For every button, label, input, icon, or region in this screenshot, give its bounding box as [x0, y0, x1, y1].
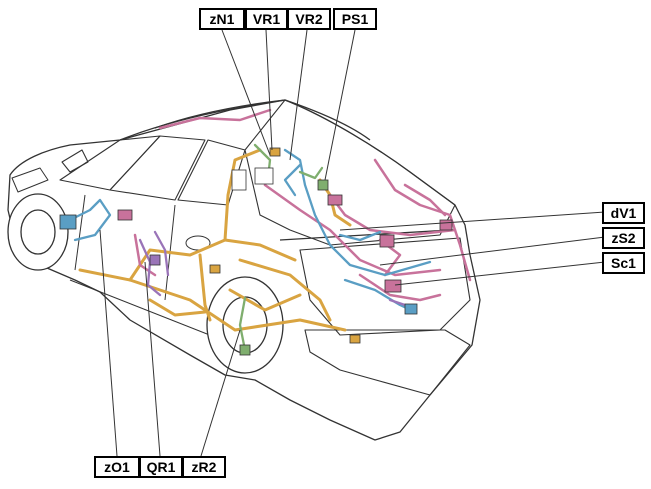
- leader-PS1: [324, 29, 356, 181]
- rear-wheel: [206, 276, 284, 374]
- front-side-window: [109, 135, 206, 201]
- callout-dV1[interactable]: dV1: [602, 202, 645, 224]
- roof-line: [119, 99, 286, 141]
- callout-zO1[interactable]: zO1: [94, 456, 140, 478]
- connectors: [59, 147, 453, 356]
- callout-zS2[interactable]: zS2: [602, 227, 645, 249]
- side-mirror: [61, 149, 89, 173]
- headlight: [11, 167, 49, 193]
- rear-hatch-glass: [244, 99, 456, 246]
- callout-VR2[interactable]: VR2: [287, 8, 331, 30]
- harness-pink: [133, 108, 472, 302]
- callout-VR1[interactable]: VR1: [245, 8, 288, 30]
- front-door-line: [74, 194, 86, 271]
- leader-dV1: [339, 211, 606, 231]
- callout-Sc1[interactable]: Sc1: [602, 252, 645, 274]
- leader-VR2: [289, 29, 308, 161]
- leader-lines: [99, 29, 606, 457]
- rear-bumper: [304, 329, 471, 396]
- hatch-lower-edge: [279, 229, 451, 241]
- leader-VR1: [265, 29, 273, 151]
- front-wheel: [7, 193, 69, 271]
- leader-zO1: [99, 229, 118, 457]
- leader-zS2: [379, 236, 606, 266]
- leader-QR1: [144, 261, 161, 457]
- leader-zN1: [221, 29, 271, 156]
- front-wheel-hub: [20, 209, 56, 255]
- callout-QR1[interactable]: QR1: [139, 456, 183, 478]
- callout-PS1[interactable]: PS1: [333, 8, 377, 30]
- leader-Sc1: [394, 261, 606, 286]
- callout-zN1[interactable]: zN1: [199, 8, 245, 30]
- callout-zR2[interactable]: zR2: [182, 456, 226, 478]
- leader-zR2: [200, 329, 241, 457]
